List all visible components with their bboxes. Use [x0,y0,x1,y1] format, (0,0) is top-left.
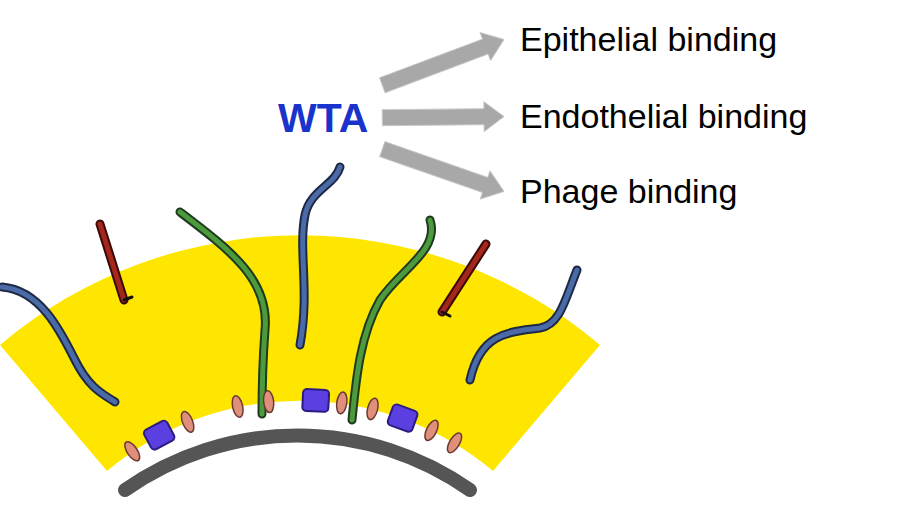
term-label: WTA [278,95,368,142]
label-text: Endothelial binding [520,97,807,136]
block-arrow [380,142,504,200]
membrane-lipid [422,418,441,442]
membrane-protein [387,403,419,433]
membrane-lipid [179,410,197,434]
block-arrow [380,33,505,93]
label-text: Epithelial binding [520,20,777,59]
membrane-protein [143,419,176,451]
membrane-lipid [365,397,380,421]
membrane [125,435,470,490]
function-label: Endothelial binding [520,97,807,136]
wta-chains [2,167,577,402]
membrane-lipid [122,439,143,463]
function-label: Phage binding [520,172,737,211]
short-chains [100,224,486,316]
membrane-lipid [230,395,244,419]
membrane-lipid [263,390,275,413]
membrane-lipid [335,391,348,414]
label-text: Phage binding [520,172,737,211]
function-label: Epithelial binding [520,20,777,59]
membrane-lipid [445,431,465,455]
membrane-protein [302,389,329,412]
block-arrow [382,102,504,132]
label-text: WTA [278,95,368,142]
membrane-proteins [122,389,465,463]
